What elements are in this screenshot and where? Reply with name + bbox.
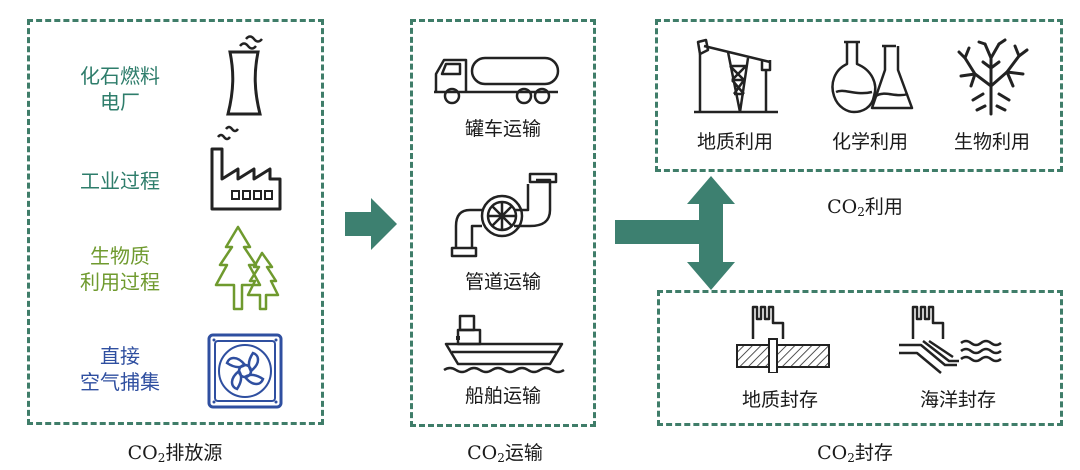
ocean-storage-icon: [899, 305, 1002, 374]
pipeline-icon: [450, 172, 558, 258]
source-label-biomass: 生物质利用过程: [80, 244, 160, 294]
tank-truck-icon: [434, 56, 560, 105]
source-label-dac: 直接空气捕集: [80, 344, 160, 394]
split-arrow: [615, 176, 735, 290]
tree-icon: [214, 225, 280, 311]
ship-icon: [443, 314, 565, 374]
transport-label-pipeline: 管道运输: [464, 271, 541, 293]
utilization-caption: CO2利用: [827, 196, 903, 219]
storage-label-geological: 地质封存: [741, 389, 818, 411]
utilization-label-biological: 生物利用: [953, 131, 1030, 153]
transport-label-ship: 船舶运输: [464, 385, 541, 407]
geological-storage-icon: [736, 305, 830, 373]
storage-caption: CO2封存: [817, 442, 893, 465]
transport-caption: CO2运输: [467, 442, 543, 465]
transport-box: [410, 19, 596, 427]
utilization-box: [655, 19, 1063, 172]
pumpjack-icon: [694, 38, 778, 114]
flow-arrow-right: [345, 198, 397, 250]
coral-icon: [957, 38, 1029, 116]
storage-label-ocean: 海洋封存: [919, 389, 996, 411]
source-label-industry: 工业过程: [80, 169, 160, 193]
factory-icon: [210, 125, 282, 211]
fan-icon: [207, 333, 283, 409]
utilization-label-chemical: 化学利用: [831, 131, 908, 153]
cooling-tower-icon: [226, 35, 263, 116]
source-label-fossil: 化石燃料电厂: [80, 64, 160, 114]
transport-label-truck: 罐车运输: [464, 118, 541, 140]
sources-box: [27, 19, 324, 425]
utilization-label-geological: 地质利用: [696, 131, 773, 153]
storage-box: [657, 290, 1063, 426]
sources-caption: CO2排放源: [127, 442, 223, 465]
flask-icon: [831, 40, 914, 114]
